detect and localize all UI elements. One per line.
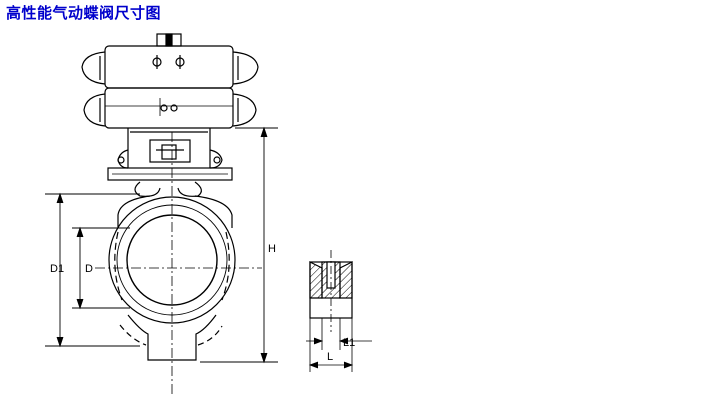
dimension-label-l1: L1 bbox=[343, 337, 355, 349]
dimension-label-d: D bbox=[85, 263, 93, 275]
diagram-title: 高性能气动蝶阀尺寸图 bbox=[6, 4, 162, 22]
dimension-label-d1: D1 bbox=[50, 263, 64, 275]
shaft-section-detail bbox=[306, 250, 372, 372]
pneumatic-actuator bbox=[81, 33, 259, 129]
dimension-label-l: L bbox=[327, 351, 333, 363]
dimension-label-h: H bbox=[268, 243, 276, 255]
valve-body bbox=[108, 181, 236, 361]
dimension-lines bbox=[45, 126, 278, 364]
centerlines bbox=[95, 132, 262, 395]
mounting-bracket bbox=[107, 128, 233, 181]
